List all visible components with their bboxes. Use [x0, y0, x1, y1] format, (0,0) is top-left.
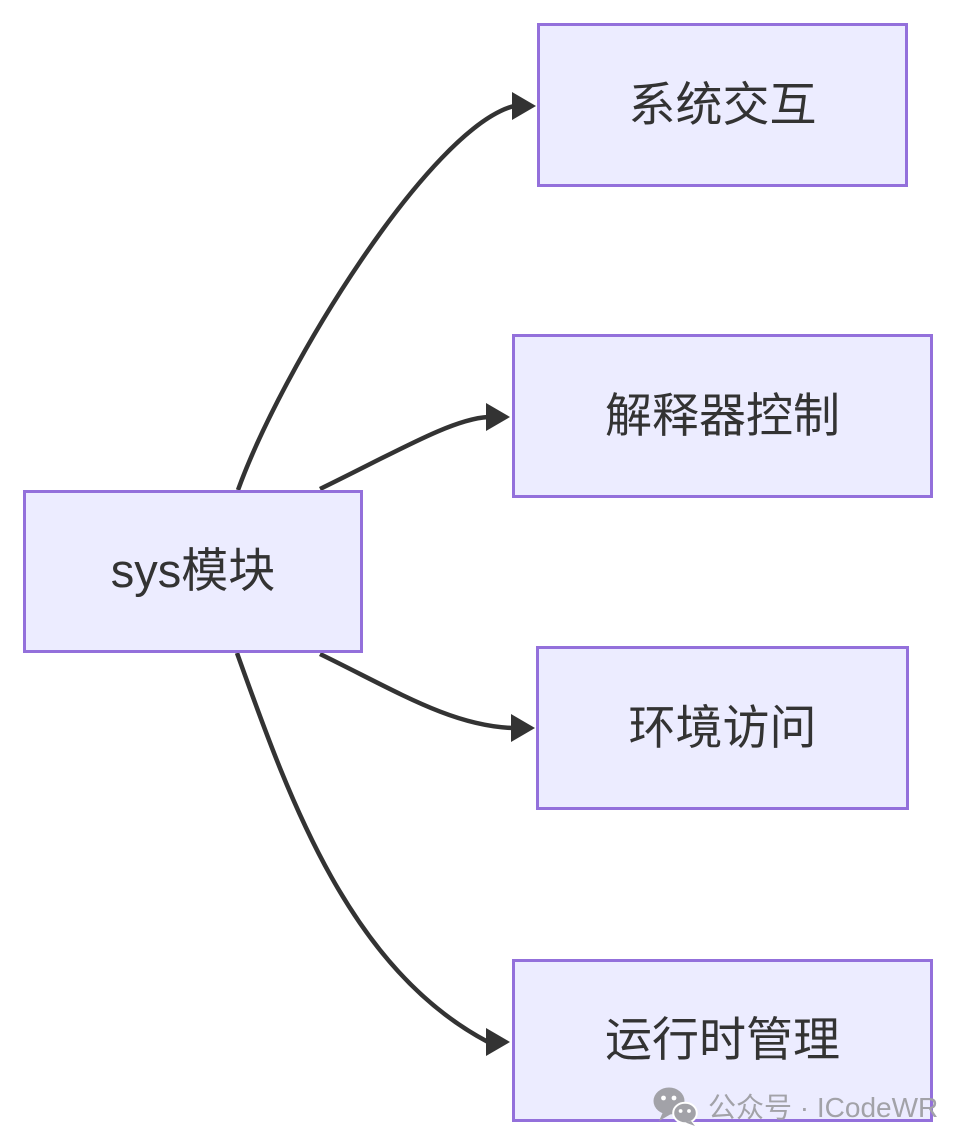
node-system-interaction-label: 系统交互 — [628, 77, 817, 131]
node-system-interaction: 系统交互 — [537, 23, 908, 187]
edge-sys-to-interpreter-control — [319, 414, 489, 492]
arrowhead-environment-access-icon — [511, 714, 535, 742]
edge-sys-to-system-interaction — [235, 103, 515, 491]
wechat-icon — [653, 1087, 698, 1126]
node-sys-label: sys模块 — [110, 544, 276, 598]
node-runtime-management: 运行时管理 — [512, 959, 933, 1122]
node-environment-access: 环境访问 — [536, 646, 909, 810]
arrowhead-system-interaction-icon — [512, 92, 536, 120]
arrowhead-interpreter-control-icon — [486, 403, 510, 431]
edge-sys-to-runtime-management — [234, 652, 490, 1044]
node-sys: sys模块 — [23, 490, 363, 653]
edge-sys-to-environment-access — [319, 651, 514, 731]
node-interpreter-control-label: 解释器控制 — [605, 388, 840, 442]
node-environment-access-label: 环境访问 — [628, 700, 817, 754]
node-interpreter-control: 解释器控制 — [512, 334, 933, 498]
node-runtime-management-label: 运行时管理 — [605, 1013, 840, 1067]
watermark-text: 公众号 · ICodeWR — [708, 1092, 939, 1123]
watermark: 公众号 · ICodeWR — [652, 1085, 938, 1127]
arrowhead-runtime-management-icon — [486, 1028, 510, 1056]
